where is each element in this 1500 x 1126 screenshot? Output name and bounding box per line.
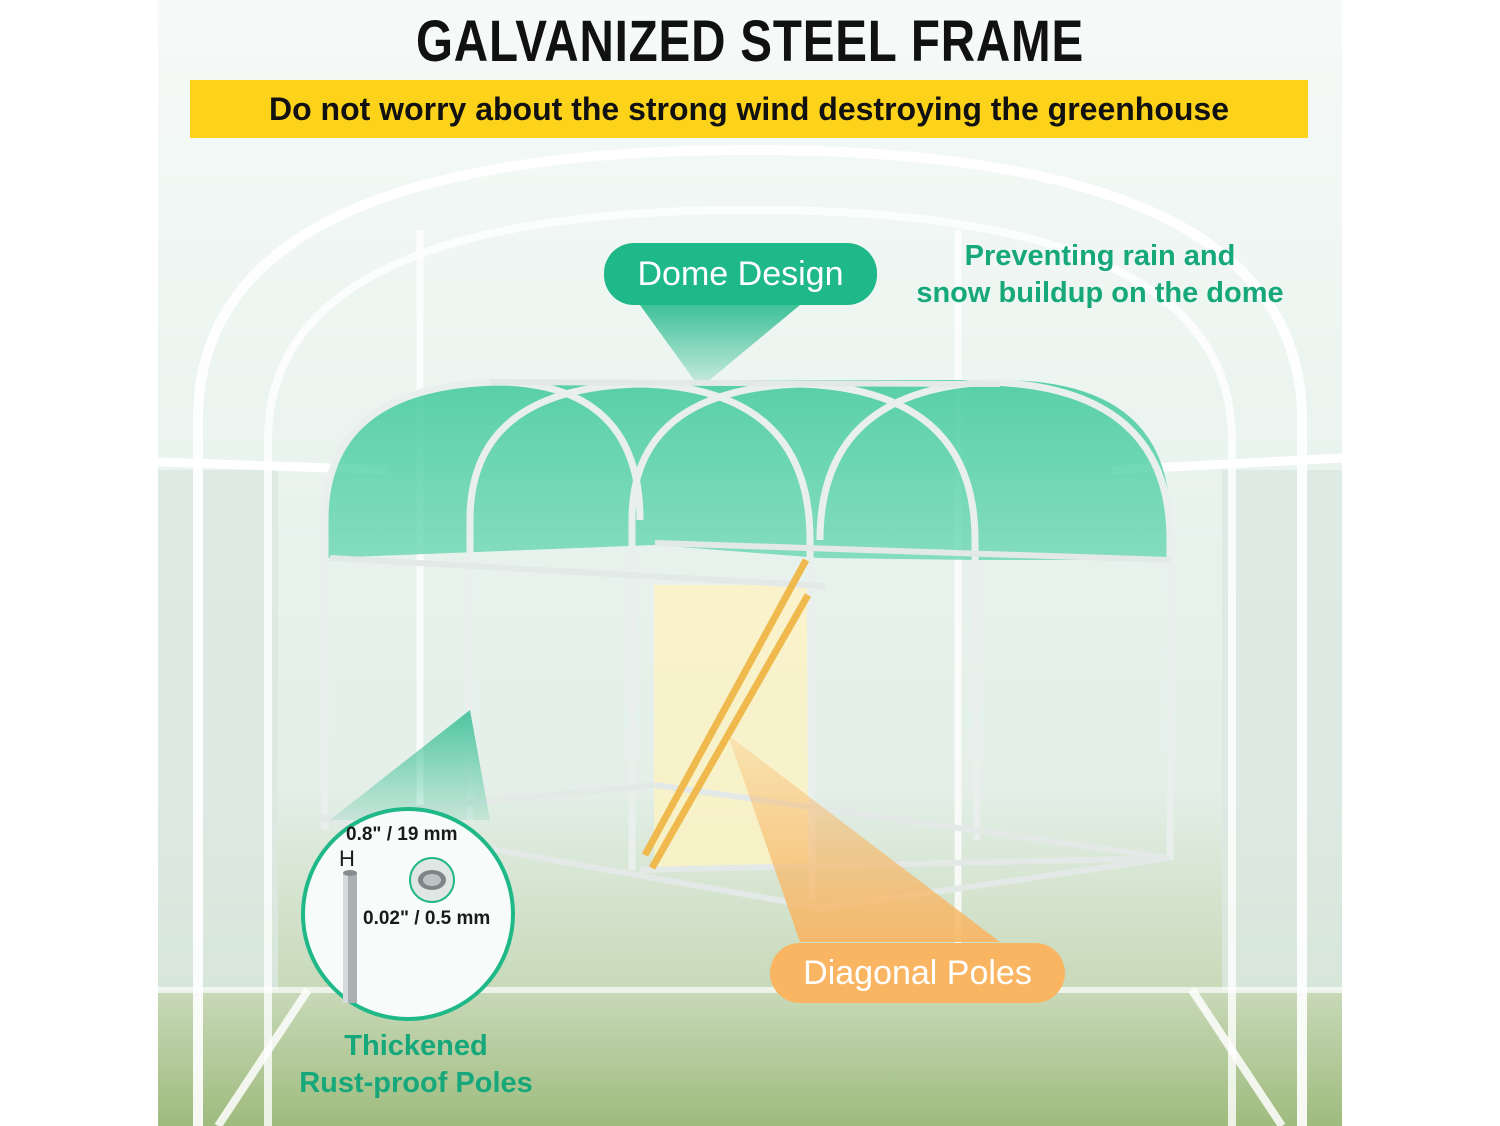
dome-note: Preventing rain and snow buildup on the … (880, 238, 1320, 312)
pole-wall-thickness-spec: 0.02" / 0.5 mm (363, 908, 491, 929)
dome-design-label: Dome Design (604, 243, 877, 305)
diagonal-poles-label: Diagonal Poles (770, 943, 1065, 1003)
dome-cover (325, 380, 1170, 560)
pole-note: Thickened Rust-proof Poles (268, 1028, 564, 1102)
dome-note-line-2: snow buildup on the dome (916, 277, 1284, 309)
tagline-banner: Do not worry about the strong wind destr… (190, 80, 1308, 138)
pole-callout-pointer (330, 710, 490, 820)
dome-note-line-1: Preventing rain and (964, 240, 1236, 272)
diagonal-poles (641, 558, 812, 870)
headline: GALVANIZED STEEL FRAME (415, 9, 1085, 74)
diagonal-callout-pointer (728, 735, 1000, 942)
diameter-symbol: H (339, 846, 355, 871)
pole-diameter-spec: 0.8" / 19 mm (346, 824, 458, 845)
dome-callout-pointer (640, 305, 800, 388)
pole-detail-circle (301, 807, 515, 1021)
pole-note-line-1: Thickened (344, 1030, 488, 1062)
tagline-text: Do not worry about the strong wind destr… (268, 91, 1230, 127)
pole-note-line-2: Rust-proof Poles (299, 1067, 533, 1099)
